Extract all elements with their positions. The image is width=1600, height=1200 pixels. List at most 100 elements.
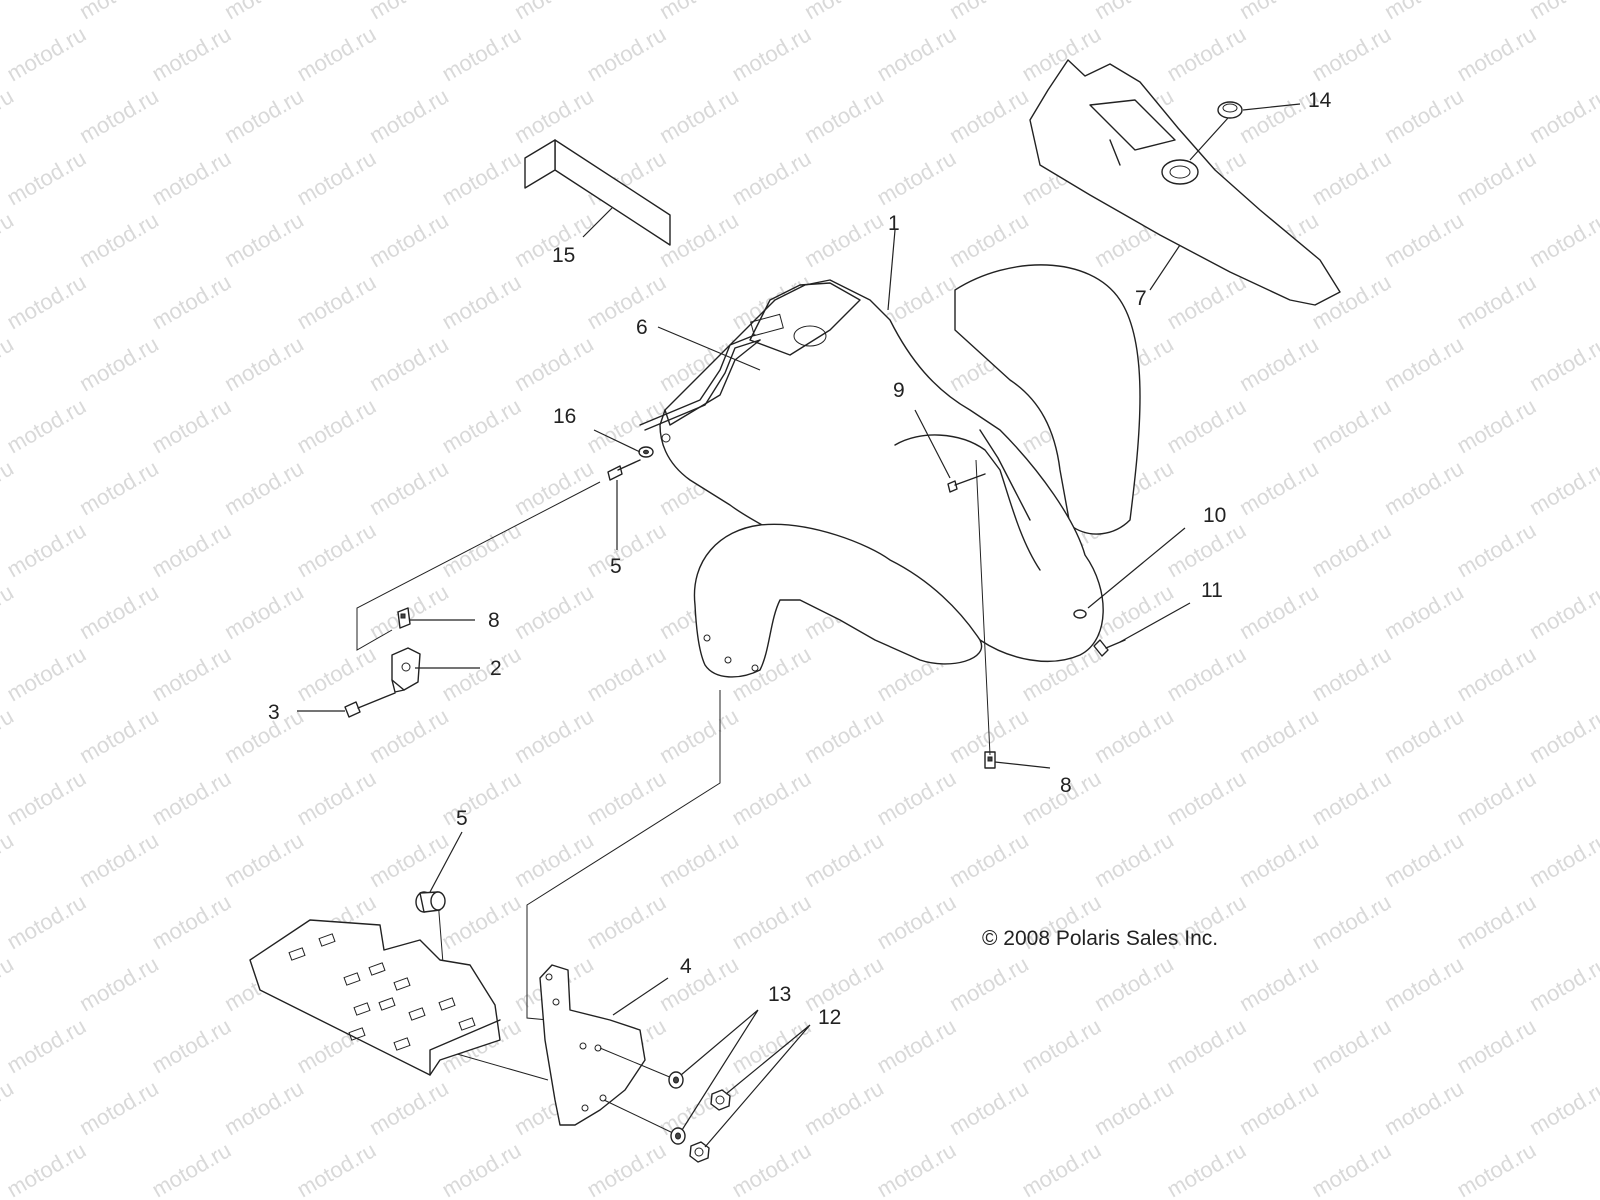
watermark-text: motod.ru — [583, 1137, 671, 1200]
watermark-text: motod.ru — [220, 83, 308, 148]
part-12-nuts — [689, 1089, 731, 1163]
watermark-text: motod.ru — [873, 889, 961, 954]
watermark-text: motod.ru — [1525, 0, 1600, 24]
watermark-text: motod.ru — [293, 145, 381, 210]
watermark-text: motod.ru — [75, 703, 163, 768]
watermark-text: motod.ru — [220, 331, 308, 396]
watermark-text: motod.ru — [655, 827, 743, 892]
watermark-text: motod.ru — [800, 0, 888, 24]
watermark-text: motod.ru — [800, 827, 888, 892]
watermark-text: motod.ru — [1453, 269, 1541, 334]
watermark-text: motod.ru — [1308, 1013, 1396, 1078]
watermark-text: motod.ru — [510, 331, 598, 396]
watermark-text: motod.ru — [1163, 393, 1251, 458]
part-6-decal-trim — [639, 334, 761, 431]
watermark-text: motod.ru — [293, 765, 381, 830]
watermark-text: motod.ru — [75, 951, 163, 1016]
watermark-text: motod.ru — [365, 703, 453, 768]
footrest-holes — [288, 933, 476, 1051]
part-3-screw — [344, 692, 396, 718]
watermark-text: motod.ru — [1235, 951, 1323, 1016]
watermark-text: motod.ru — [728, 765, 816, 830]
watermark-text: motod.ru — [1525, 703, 1600, 768]
watermark-text: motod.ru — [3, 145, 91, 210]
watermark-text: motod.ru — [220, 703, 308, 768]
watermark-text: motod.ru — [75, 827, 163, 892]
watermark-text: motod.ru — [1380, 331, 1468, 396]
watermark-text: motod.ru — [0, 951, 18, 1016]
callout-8-left: 8 — [488, 609, 500, 632]
watermark-text: motod.ru — [1235, 703, 1323, 768]
watermark-text: motod.ru — [655, 951, 743, 1016]
watermark-text: motod.ru — [510, 827, 598, 892]
watermark-text: motod.ru — [873, 21, 961, 86]
watermark-text: motod.ru — [3, 641, 91, 706]
watermark-text: motod.ru — [1308, 889, 1396, 954]
watermark-text: motod.ru — [0, 1075, 18, 1140]
watermark-text: motod.ru — [1018, 1137, 1106, 1200]
watermark-text: motod.ru — [0, 331, 18, 396]
watermark-text: motod.ru — [583, 641, 671, 706]
watermark-text: motod.ru — [148, 889, 236, 954]
watermark-text: motod.ru — [800, 703, 888, 768]
watermark-text: motod.ru — [75, 455, 163, 520]
watermark-text: motod.ru — [0, 703, 18, 768]
watermark-text: motod.ru — [75, 331, 163, 396]
watermark-text: motod.ru — [1453, 1013, 1541, 1078]
callout-14: 14 — [1308, 89, 1332, 112]
watermark-text: motod.ru — [0, 207, 18, 272]
watermark-text: motod.ru — [3, 393, 91, 458]
watermark-text: motod.ru — [3, 1137, 91, 1200]
watermark-text: motod.ru — [220, 455, 308, 520]
watermark-text: motod.ru — [728, 1013, 816, 1078]
watermark-text: motod.ru — [293, 1137, 381, 1200]
watermark-text: motod.ru — [1525, 83, 1600, 148]
watermark-text: motod.ru — [655, 703, 743, 768]
watermark-text: motod.ru — [583, 517, 671, 582]
part-15-foam-block — [524, 139, 671, 246]
part-2-bracket — [391, 647, 421, 693]
part-1-front-fender — [659, 264, 1141, 678]
watermark-text: motod.ru — [3, 889, 91, 954]
watermark-text: motod.ru — [1235, 331, 1323, 396]
watermark-text: motod.ru — [583, 765, 671, 830]
footrest-floorboard — [249, 919, 501, 1076]
watermark-text: motod.ru — [510, 703, 598, 768]
watermark-text: motod.ru — [1525, 951, 1600, 1016]
part-5-spacer-lower — [415, 891, 446, 913]
watermark-text: motod.ru — [1453, 641, 1541, 706]
watermark-text: motod.ru — [148, 765, 236, 830]
watermark-text: motod.ru — [945, 207, 1033, 272]
watermark-text: motod.ru — [1380, 207, 1468, 272]
watermark-text: motod.ru — [1235, 1075, 1323, 1140]
watermark-text: motod.ru — [438, 1137, 526, 1200]
watermark-text: motod.ru — [365, 0, 453, 24]
watermark-text: motod.ru — [800, 83, 888, 148]
part-4-mud-flap — [539, 964, 676, 1135]
watermark-text: motod.ru — [945, 1075, 1033, 1140]
watermark-text: motod.ru — [0, 827, 18, 892]
watermark-text: motod.ru — [1235, 579, 1323, 644]
watermark-text: motod.ru — [3, 269, 91, 334]
watermark-text: motod.ru — [1090, 1075, 1178, 1140]
watermark-text: motod.ru — [220, 1075, 308, 1140]
watermark-text: motod.ru — [1525, 331, 1600, 396]
part-7-rack-cover — [1029, 59, 1341, 306]
callout-labels: 1 2 3 4 5 5 6 7 8 8 9 10 11 12 13 14 15 … — [268, 89, 1332, 1029]
watermark-text: motod.ru — [1453, 145, 1541, 210]
watermark-text: motod.ru — [0, 579, 18, 644]
watermark-text: motod.ru — [1380, 0, 1468, 24]
watermark-text: motod.ru — [438, 393, 526, 458]
watermark-text: motod.ru — [1235, 827, 1323, 892]
watermark-text: motod.ru — [293, 517, 381, 582]
watermark-text: motod.ru — [365, 1075, 453, 1140]
callout-1: 1 — [888, 212, 900, 235]
watermark-text: motod.ru — [1308, 145, 1396, 210]
watermark-text: motod.ru — [293, 641, 381, 706]
watermark-text: motod.ru — [148, 393, 236, 458]
part-9-screw — [947, 473, 986, 493]
watermark-text: motod.ru — [945, 0, 1033, 24]
part-14-plug — [1217, 101, 1243, 119]
watermark-text: motod.ru — [1163, 269, 1251, 334]
